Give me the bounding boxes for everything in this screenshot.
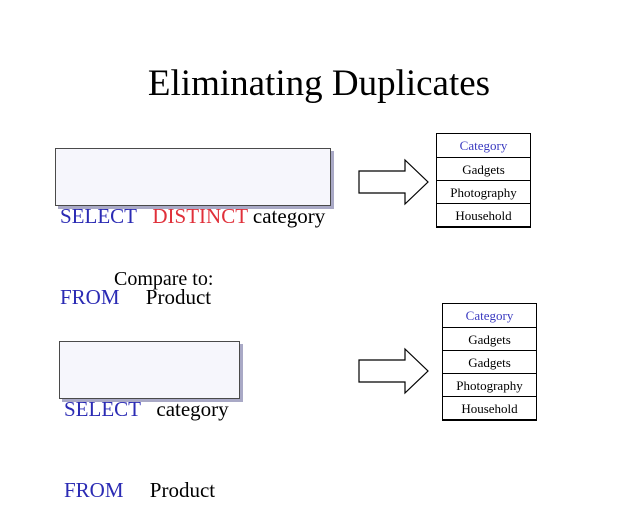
from-line: FROM Product bbox=[60, 284, 330, 311]
result-row: Gadgets bbox=[437, 157, 530, 180]
result-row: Gadgets bbox=[443, 327, 536, 350]
select-line: SELECT category bbox=[64, 396, 239, 423]
select-keyword: SELECT bbox=[64, 397, 141, 421]
from-keyword: FROM bbox=[60, 285, 120, 309]
result-table-duplicates: Category Gadgets Gadgets Photography Hou… bbox=[442, 303, 537, 421]
select-column: category bbox=[252, 204, 326, 228]
result-row: Household bbox=[443, 396, 536, 419]
compare-label: Compare to: bbox=[114, 268, 214, 290]
result-row: Photography bbox=[437, 180, 530, 203]
distinct-keyword: DISTINCT bbox=[152, 204, 248, 228]
select-column: category bbox=[156, 397, 229, 421]
query-box-distinct: SELECT DISTINCT category FROM Product bbox=[55, 148, 331, 309]
from-table: Product bbox=[149, 478, 216, 502]
result-row: Gadgets bbox=[443, 350, 536, 373]
slide-title: Eliminating Duplicates bbox=[147, 63, 491, 104]
query-box-plain: SELECT category FROM Product bbox=[59, 341, 240, 502]
arrow-right-icon bbox=[358, 158, 429, 206]
from-line: FROM Product bbox=[64, 477, 239, 504]
result-row: Photography bbox=[443, 373, 536, 396]
result-header: Category bbox=[465, 308, 514, 323]
result-row: Household bbox=[437, 203, 530, 226]
select-keyword: SELECT bbox=[60, 204, 137, 228]
from-table: Product bbox=[145, 285, 212, 309]
select-line: SELECT DISTINCT category bbox=[60, 203, 330, 230]
result-header: Category bbox=[459, 138, 508, 153]
result-table-distinct: Category Gadgets Photography Household bbox=[436, 133, 531, 228]
arrow-right-icon bbox=[358, 347, 429, 395]
from-keyword: FROM bbox=[64, 478, 124, 502]
